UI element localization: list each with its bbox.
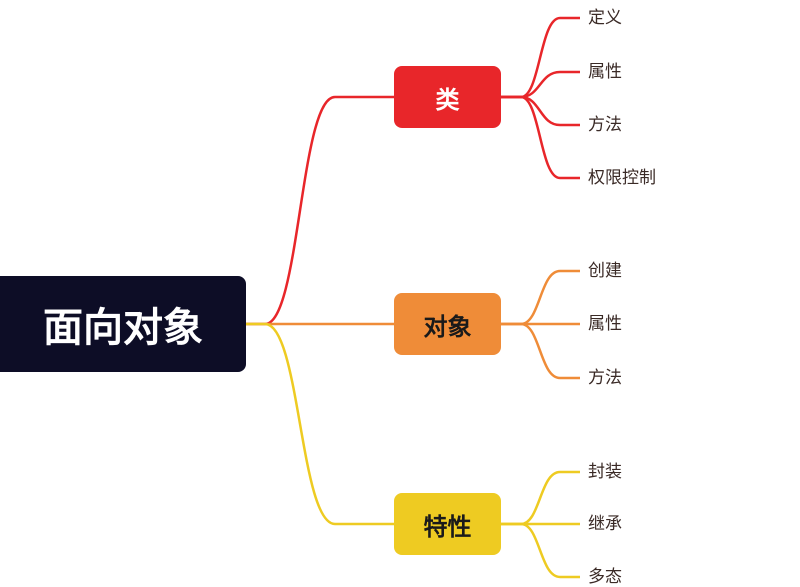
branch-node[interactable]: 类	[394, 66, 501, 128]
leaf-node[interactable]: 创建	[588, 261, 622, 281]
branch-leaf-connector	[501, 470, 580, 526]
leaf-node[interactable]: 继承	[588, 514, 622, 534]
leaf-node[interactable]: 属性	[588, 62, 622, 82]
leaf-node[interactable]: 属性	[588, 314, 622, 334]
root-branch-connector	[246, 95, 394, 326]
leaf-node[interactable]: 多态	[588, 567, 622, 587]
branch-node[interactable]: 对象	[394, 293, 501, 355]
leaf-node[interactable]: 权限控制	[588, 168, 656, 188]
branch-leaf-connector	[501, 522, 580, 579]
branch-leaf-connector	[501, 95, 580, 180]
branch-leaf-connector	[501, 322, 580, 380]
root-node[interactable]: 面向对象	[0, 276, 246, 372]
leaf-node[interactable]: 方法	[588, 368, 622, 388]
branch-node[interactable]: 特性	[394, 493, 501, 555]
branch-leaf-connector	[501, 70, 580, 99]
root-branch-connector	[246, 322, 394, 526]
leaf-node[interactable]: 封装	[588, 462, 622, 482]
branch-leaf-connector	[501, 95, 580, 127]
branch-leaf-connector	[501, 269, 580, 326]
leaf-node[interactable]: 方法	[588, 115, 622, 135]
leaf-node[interactable]: 定义	[588, 8, 622, 28]
